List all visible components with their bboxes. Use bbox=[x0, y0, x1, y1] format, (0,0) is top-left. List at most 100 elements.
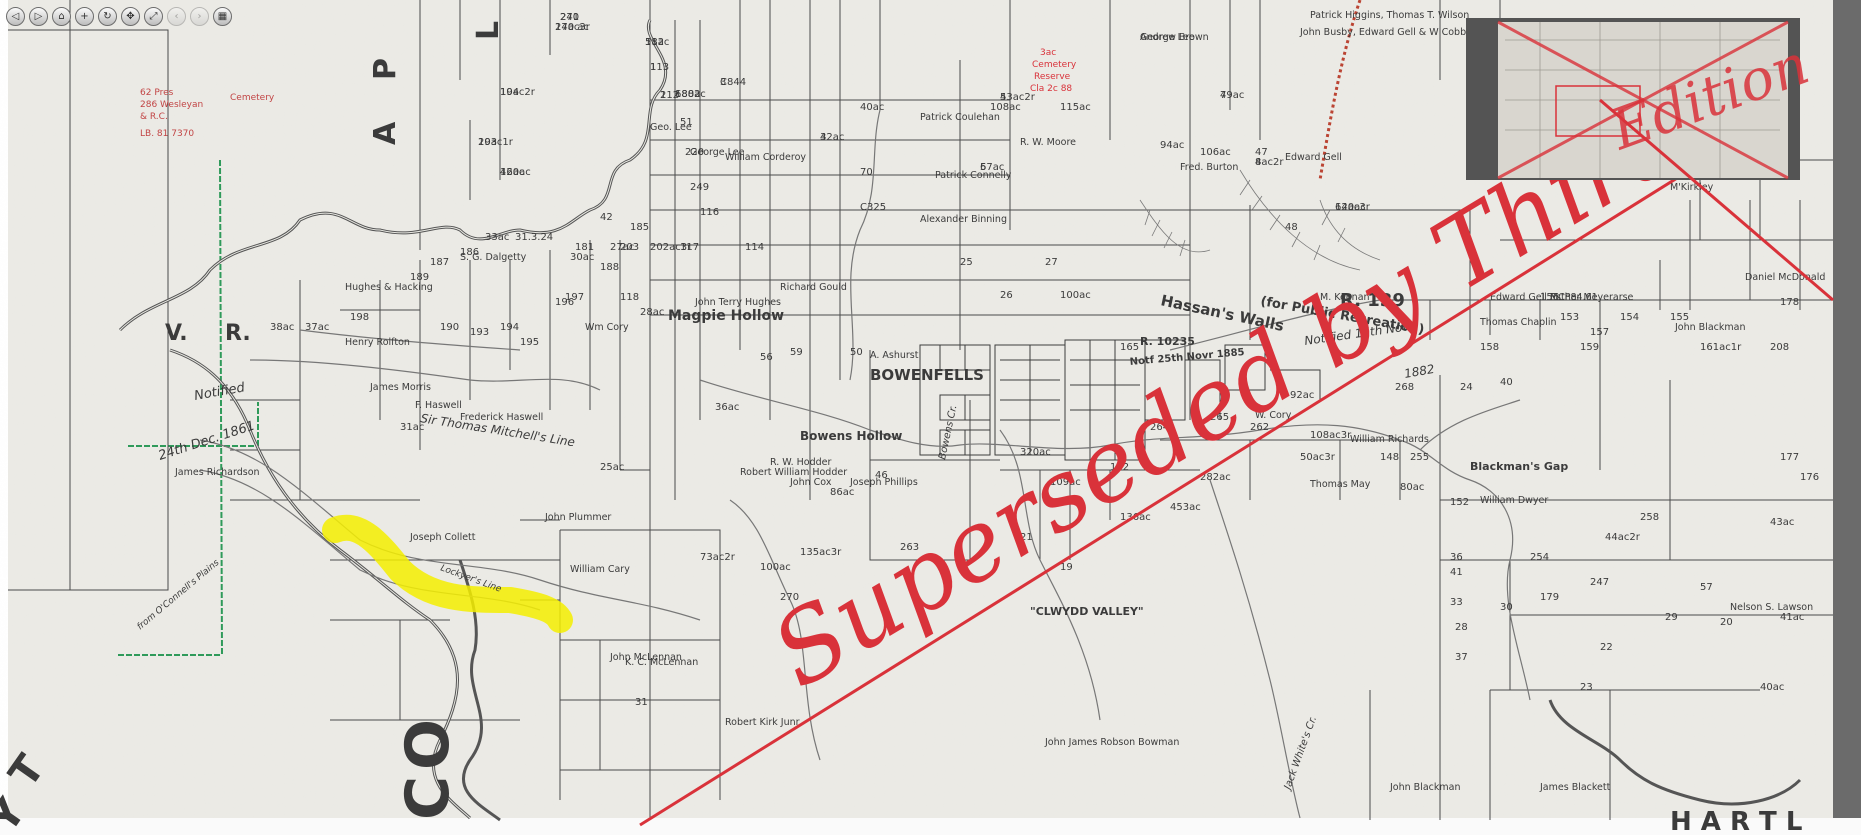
lot-number: 31ac bbox=[400, 422, 424, 433]
lot-number: 50 bbox=[850, 347, 863, 358]
lot-number: 1 bbox=[650, 62, 656, 73]
fullscreen-icon[interactable]: ⤢ bbox=[144, 6, 163, 26]
lot-number: 270 bbox=[780, 592, 799, 603]
lot-number: 24 bbox=[1460, 382, 1473, 393]
highlighted-road-segment[interactable] bbox=[322, 514, 573, 633]
owner-name: Hughes & Hacking bbox=[345, 282, 433, 293]
lot-number: 240 ac bbox=[555, 22, 589, 33]
lot-number: 120ac bbox=[500, 167, 531, 178]
owner-name: F. Haswell bbox=[415, 400, 462, 411]
lot-number: 320ac bbox=[1020, 447, 1051, 458]
cancellation-line-upper bbox=[1599, 98, 1834, 302]
hill-hachures bbox=[1139, 169, 1381, 271]
lot-number: 3 bbox=[720, 77, 726, 88]
lot-number: 154 bbox=[1620, 312, 1639, 323]
lot-number: 109ac bbox=[1050, 477, 1081, 488]
lot-number: 23 bbox=[1580, 682, 1593, 693]
owner-name: John Blackman bbox=[1389, 782, 1460, 793]
home-icon[interactable]: ⌂ bbox=[52, 6, 71, 26]
lot-number: C325 bbox=[860, 202, 886, 213]
place-name: "CLWYDD VALLEY" bbox=[1030, 605, 1144, 618]
owner-name: John Terry Hughes bbox=[694, 297, 781, 308]
owner-name: William Corderoy bbox=[725, 152, 806, 163]
owner-name: John McLennan bbox=[609, 652, 682, 663]
lot-number: 37ac bbox=[305, 322, 329, 333]
lot-number: 80ac bbox=[1400, 482, 1424, 493]
lot-number: 43ac2r bbox=[1000, 92, 1036, 103]
owner-name: M'Kirkley bbox=[1670, 182, 1714, 193]
place-name: Magpie Hollow bbox=[668, 308, 784, 324]
lot-number: 57ac bbox=[980, 162, 1004, 173]
rotate-icon[interactable]: ↻ bbox=[98, 6, 117, 26]
red-note-line: Cemetery bbox=[1032, 60, 1077, 70]
lot-number: 30 bbox=[1500, 602, 1513, 613]
lot-number: 268 bbox=[1395, 382, 1414, 393]
lot-number: 51 bbox=[680, 117, 693, 128]
lot-number: 20 bbox=[1720, 617, 1733, 628]
cancellation-line bbox=[639, 168, 1691, 827]
overview-inset[interactable]: Edition bbox=[1466, 18, 1817, 180]
lot-number: 6 bbox=[980, 162, 986, 173]
owner-name: Daniel McDonald bbox=[1745, 272, 1825, 283]
owner-name: Fred. Burton bbox=[1180, 162, 1238, 173]
next-icon[interactable]: › bbox=[190, 6, 209, 26]
bowenfells-town-grid bbox=[919, 339, 1321, 461]
owner-name: James Richardson bbox=[174, 467, 260, 478]
owner-name: John Plummer bbox=[544, 512, 611, 523]
red-note-line: Cla 2c 88 bbox=[1030, 84, 1072, 94]
lot-number: 182 bbox=[645, 37, 664, 48]
lot-number: 104 bbox=[500, 87, 519, 98]
owner-name: Thomas Chaplin bbox=[1479, 317, 1557, 328]
lot-number: 102 bbox=[1110, 462, 1129, 473]
lot-number: 265 bbox=[1210, 412, 1229, 423]
lot-number: 118 bbox=[620, 292, 639, 303]
owner-name: Robert Kirk Junr bbox=[725, 717, 800, 728]
forward-icon[interactable]: ▷ bbox=[29, 6, 48, 26]
lot-number: 44ac2r bbox=[1605, 532, 1641, 543]
lot-number: 100ac bbox=[760, 562, 791, 573]
lot-number: 254 bbox=[1530, 552, 1549, 563]
lot-number: 108ac3r bbox=[1310, 430, 1352, 441]
lot-number: 106ac bbox=[1200, 147, 1231, 158]
lot-number: 197 bbox=[565, 292, 584, 303]
lot-number: 202ac3r bbox=[650, 242, 692, 253]
owner-name: Patrick Coulehan bbox=[920, 112, 1000, 123]
grid-icon[interactable]: ▦ bbox=[213, 6, 232, 26]
reserve-label: R. 10235 bbox=[1140, 335, 1195, 348]
lot-number: 264 bbox=[1150, 422, 1169, 433]
previous-icon[interactable]: ‹ bbox=[167, 6, 186, 26]
lot-number: 100ac bbox=[1060, 290, 1091, 301]
lot-number: 33ac bbox=[485, 232, 509, 243]
lot-number: 40ac bbox=[1760, 682, 1784, 693]
owner-name: Esther Meyerarse bbox=[1550, 292, 1634, 303]
lot-number: 17ac3r bbox=[555, 22, 591, 33]
road-name: 1882 bbox=[1403, 362, 1436, 381]
lot-number: 48 bbox=[1285, 222, 1298, 233]
pencil-note-line: 62 Pres bbox=[140, 88, 174, 98]
lot-number: 196 bbox=[555, 297, 574, 308]
pencil-note-line: Cemetery bbox=[230, 93, 275, 103]
zoom-in-icon[interactable]: + bbox=[75, 6, 94, 26]
back-icon[interactable]: ◁ bbox=[6, 6, 25, 26]
big-map-letter: C bbox=[393, 776, 463, 820]
lot-number: 116 bbox=[700, 207, 719, 218]
lot-number: 148 bbox=[1380, 452, 1399, 463]
lot-number: 64ac3r bbox=[1335, 202, 1371, 213]
lot-number: 113 bbox=[650, 62, 669, 73]
pan-icon[interactable]: ✥ bbox=[121, 6, 140, 26]
lot-number: 38ac bbox=[270, 322, 294, 333]
lot-number: 194 bbox=[500, 322, 519, 333]
lot-number: C844 bbox=[720, 77, 746, 88]
lot-number: 108ac bbox=[990, 102, 1021, 113]
lot-number: 103 bbox=[478, 137, 497, 148]
lot-number: 49ac bbox=[1220, 90, 1244, 101]
lot-number: 5 bbox=[1000, 92, 1006, 103]
pencil-note-line: 286 Wesleyan bbox=[140, 100, 203, 110]
lot-number: 153 bbox=[1560, 312, 1579, 323]
overview-viewport-box[interactable] bbox=[1555, 85, 1641, 137]
lot-number: 46ac bbox=[500, 167, 524, 178]
lot-number: 4ac2r bbox=[1255, 157, 1284, 168]
